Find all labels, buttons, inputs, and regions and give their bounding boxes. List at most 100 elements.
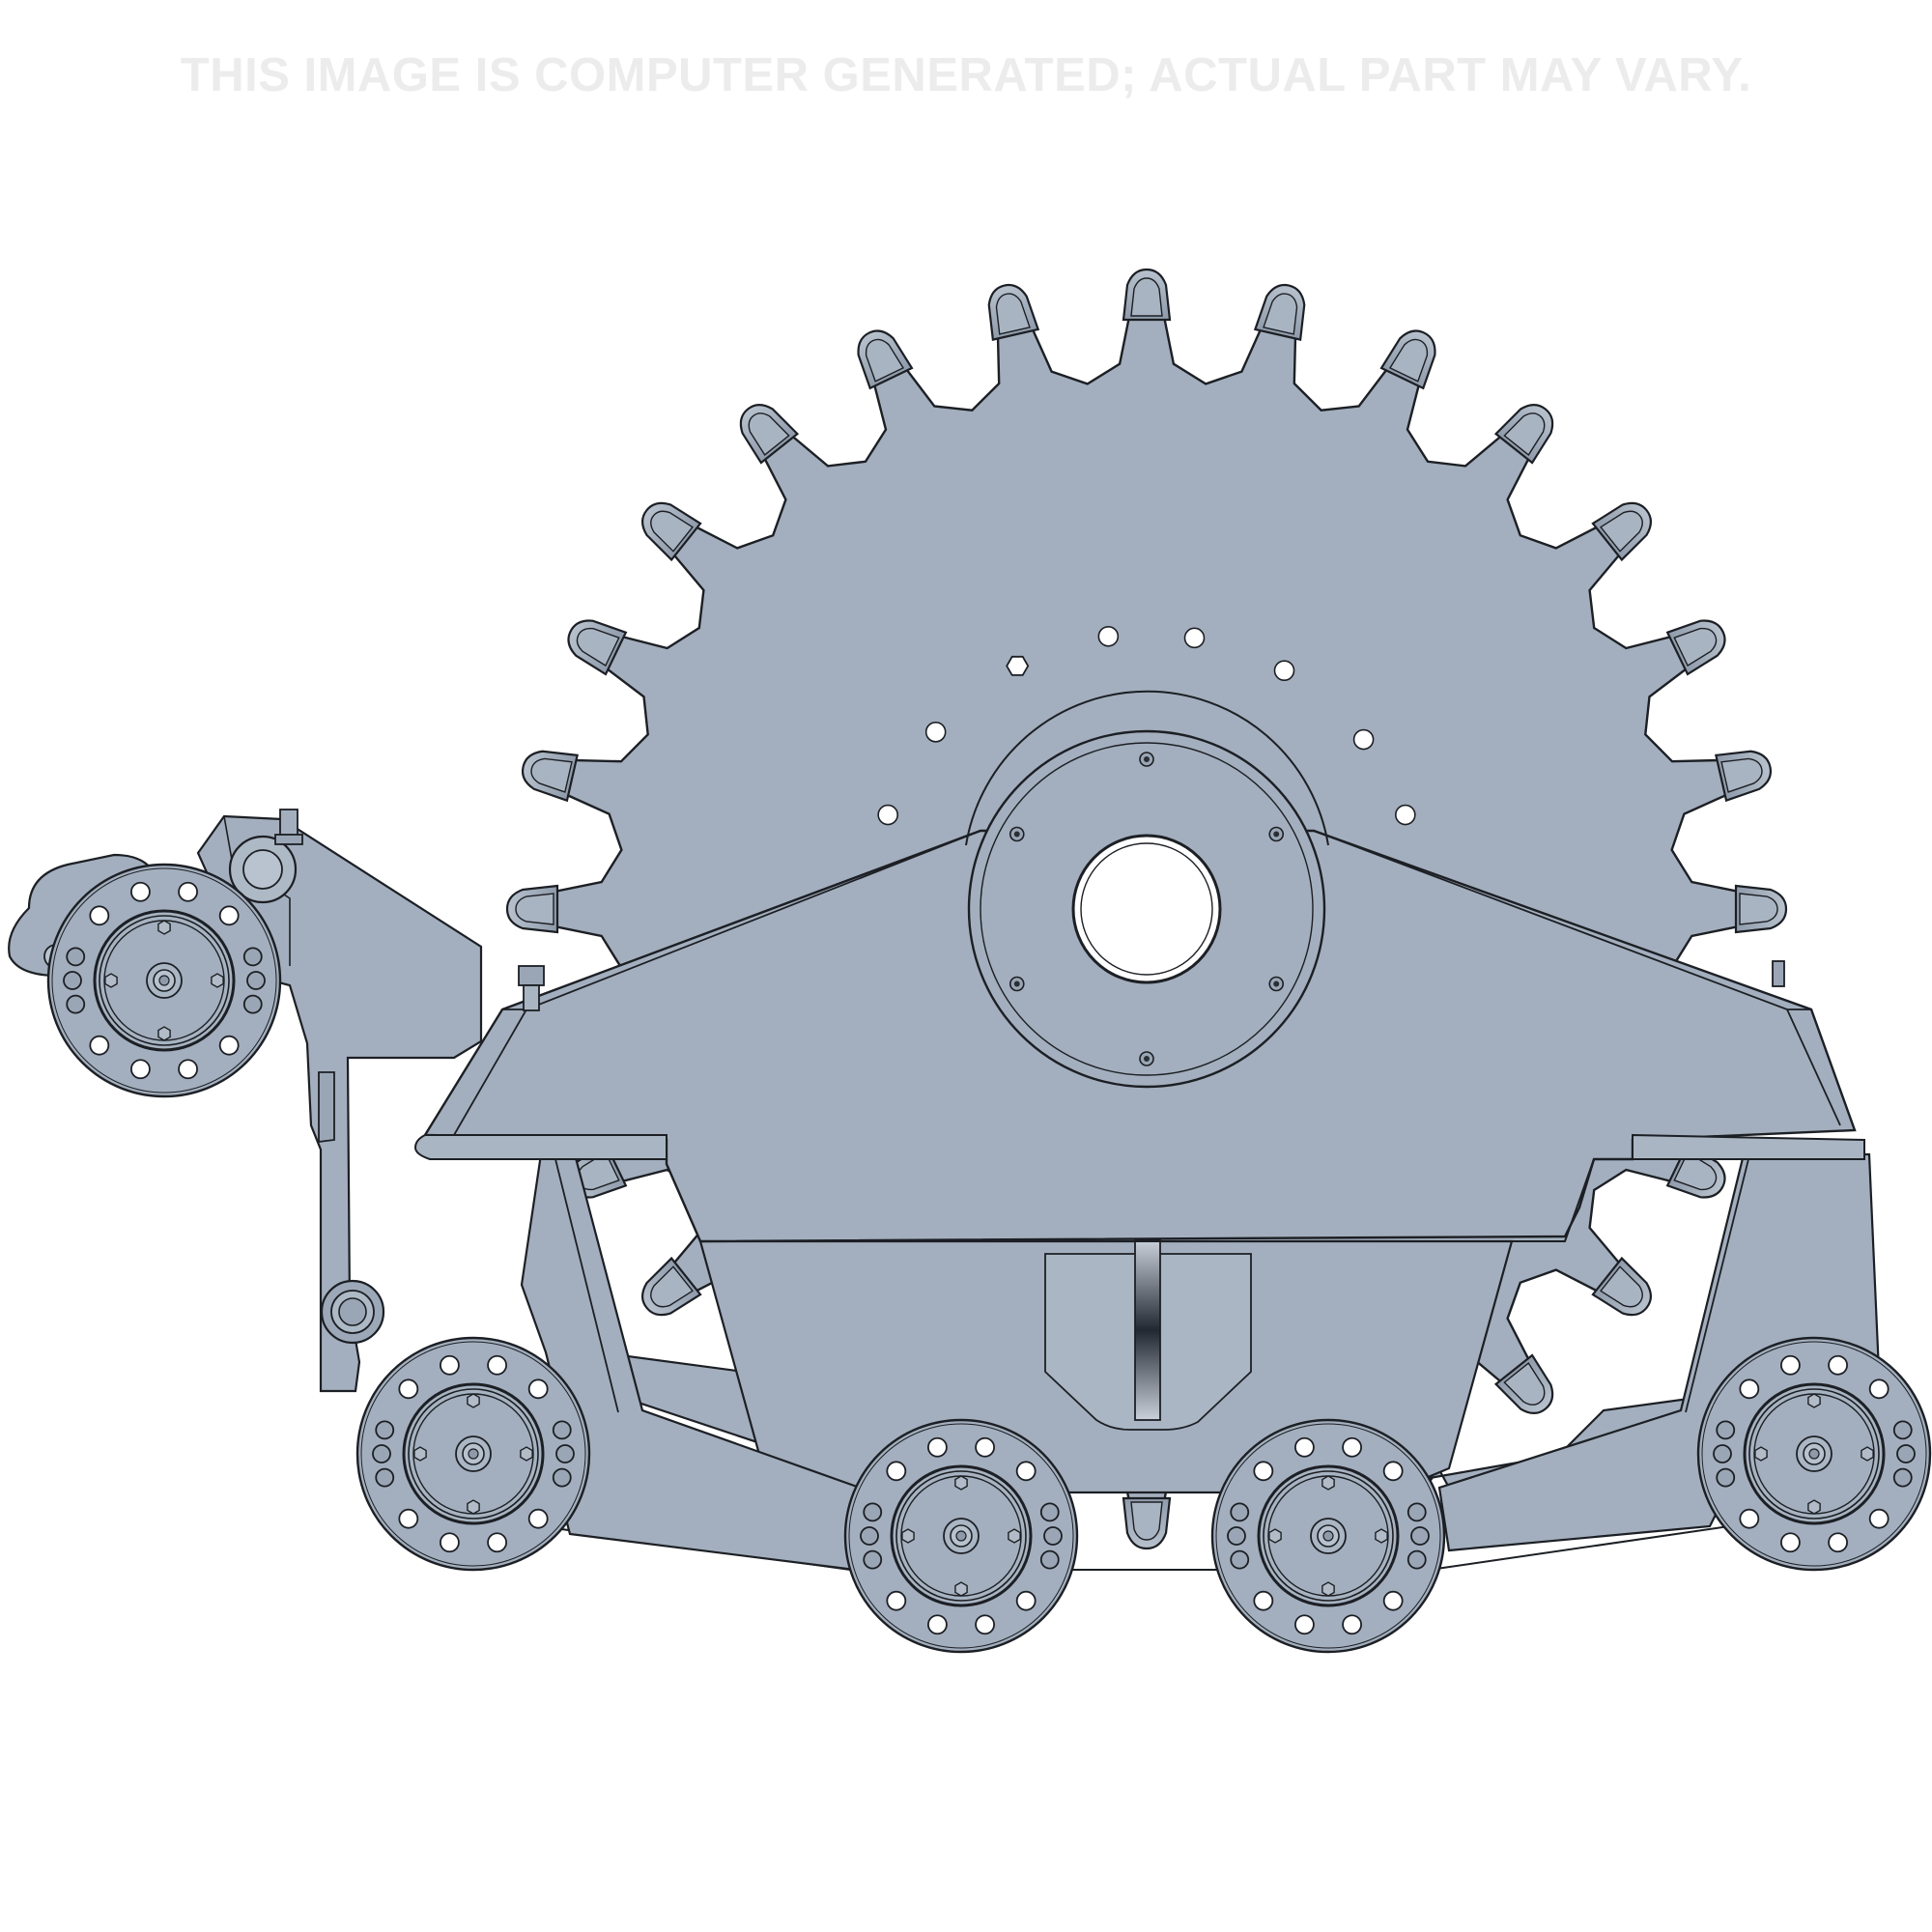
sprocket-tooth [1734, 884, 1788, 934]
arm-boss [320, 1279, 385, 1345]
sprocket-hole [924, 722, 947, 743]
wheel-bolt-hole [975, 1436, 995, 1458]
wheel-bolt-hole [1780, 1532, 1801, 1553]
wheel-bolt-hole [1342, 1436, 1362, 1458]
wheel-bolt-hole [1294, 1436, 1315, 1458]
frame-fill-plug [518, 965, 545, 1011]
left-frame-leg [520, 1152, 862, 1572]
sprocket-hole [1395, 804, 1416, 826]
wheel-bolt-hole [218, 905, 240, 926]
sprocket-tooth [1493, 1353, 1554, 1415]
wheel-bolt-hole [178, 881, 198, 902]
sprocket-tooth [1253, 283, 1306, 341]
sprocket-tooth [640, 1256, 702, 1317]
wheel-bolt-hole [178, 1059, 198, 1080]
arm-bracket-lug [318, 1071, 335, 1144]
sprocket-tooth [739, 403, 800, 465]
sprocket-hole [1097, 625, 1120, 647]
road-wheel-3 [1210, 1418, 1446, 1654]
wheel-bolt-hole [1828, 1354, 1848, 1376]
sprocket-tooth [567, 619, 628, 676]
sprocket-tooth [857, 329, 914, 390]
wheel-bolt-hole [440, 1354, 460, 1376]
disclaimer-text: THIS IMAGE IS COMPUTER GENERATED; ACTUAL… [180, 49, 1752, 101]
idler-wheel [46, 863, 282, 1098]
wheel-bolt-hole [927, 1436, 948, 1458]
sprocket-tooth [1665, 619, 1726, 676]
wheel-bolt-hole [1039, 1502, 1060, 1522]
wheel-bolt-hole [375, 1420, 395, 1440]
sprocket-tooth [1122, 1496, 1172, 1550]
wheel-bolt-hole [89, 1035, 110, 1056]
wheel-bolt-hole [1868, 1378, 1889, 1400]
upper-frame-lower-edge [666, 1158, 1595, 1242]
hub-center-bore [1071, 834, 1222, 984]
wheel-bolt-hole [398, 1508, 419, 1529]
wheel-bolt-hole [527, 1378, 549, 1400]
sprocket-hole [1273, 660, 1295, 681]
right-frame-ledge [1632, 1133, 1865, 1160]
wheel-bolt-hole [1406, 1502, 1427, 1522]
center-slot [1134, 1239, 1161, 1421]
wheel-bolt-hole [886, 1461, 907, 1482]
sprocket-tooth [987, 283, 1040, 341]
sprocket-tooth [1591, 501, 1653, 562]
sprocket-hole [1183, 627, 1206, 649]
wheel-bolt-hole [1406, 1549, 1427, 1570]
wheel-bolt-hole [1780, 1354, 1801, 1376]
wheel-bolt-hole [440, 1532, 460, 1553]
wheel-bolt-hole [89, 905, 110, 926]
road-wheel-4 [1696, 1336, 1932, 1572]
wheel-bolt-hole [1039, 1549, 1060, 1570]
wheel-bolt-hole [1382, 1590, 1404, 1611]
wheel-bolt-hole [1253, 1461, 1274, 1482]
wheel-bolt-hole [1342, 1614, 1362, 1635]
sprocket-tooth [521, 750, 579, 803]
wheel-bolt-hole [130, 1059, 151, 1080]
wheel-bolt-hole [1892, 1467, 1913, 1488]
sprocket-hole [877, 804, 898, 826]
sprocket-hole [1352, 728, 1375, 751]
wheel-bolt-hole [375, 1467, 395, 1488]
left-frame-leg-edge [554, 1158, 619, 1413]
sprocket-tooth [1591, 1256, 1653, 1317]
wheel-bolt-hole [863, 1549, 883, 1570]
right-frame-leg-edge [1685, 1158, 1749, 1413]
arm-top-bolt [274, 809, 303, 845]
wheel-bolt-hole [975, 1614, 995, 1635]
wheel-bolt-hole [1382, 1461, 1404, 1482]
sprocket-tooth [1122, 268, 1172, 322]
wheel-bolt-hole [130, 881, 151, 902]
wheel-bolt-hole [1253, 1590, 1274, 1611]
wheel-bolt-hole [927, 1614, 948, 1635]
wheel-bolt-hole [66, 994, 86, 1014]
wheel-bolt-hole [242, 947, 263, 967]
right-frame-leg [1437, 1152, 1881, 1552]
road-wheel-2 [843, 1418, 1079, 1654]
sprocket-plug [1006, 655, 1030, 676]
wheel-bolt-hole [886, 1590, 907, 1611]
wheel-bolt-hole [1739, 1378, 1760, 1400]
sprocket-tooth [1493, 403, 1554, 465]
hub-bolt-ring [1009, 752, 1285, 1066]
wheels [46, 863, 1932, 1654]
wheel-bolt-hole [527, 1508, 549, 1529]
wheel-bolt-hole [863, 1502, 883, 1522]
sprocket-tooth [1379, 329, 1436, 390]
wheel-bolt-hole [242, 994, 263, 1014]
wheel-bolt-hole [218, 1035, 240, 1056]
wheel-bolt-hole [1716, 1420, 1736, 1440]
sprocket-tooth [505, 884, 559, 934]
wheel-bolt-hole [1739, 1508, 1760, 1529]
wheel-bolt-hole [552, 1467, 572, 1488]
frame-right-plug [1772, 960, 1785, 987]
wheel-bolt-hole [487, 1354, 507, 1376]
wheel-bolt-hole [487, 1532, 507, 1553]
left-frame-ledge [413, 1134, 668, 1160]
wheel-bolt-hole [1892, 1420, 1913, 1440]
wheel-bolt-hole [1294, 1614, 1315, 1635]
sprocket-tooth [1715, 750, 1773, 803]
wheel-bolt-hole [1828, 1532, 1848, 1553]
wheel-bolt-hole [1868, 1508, 1889, 1529]
